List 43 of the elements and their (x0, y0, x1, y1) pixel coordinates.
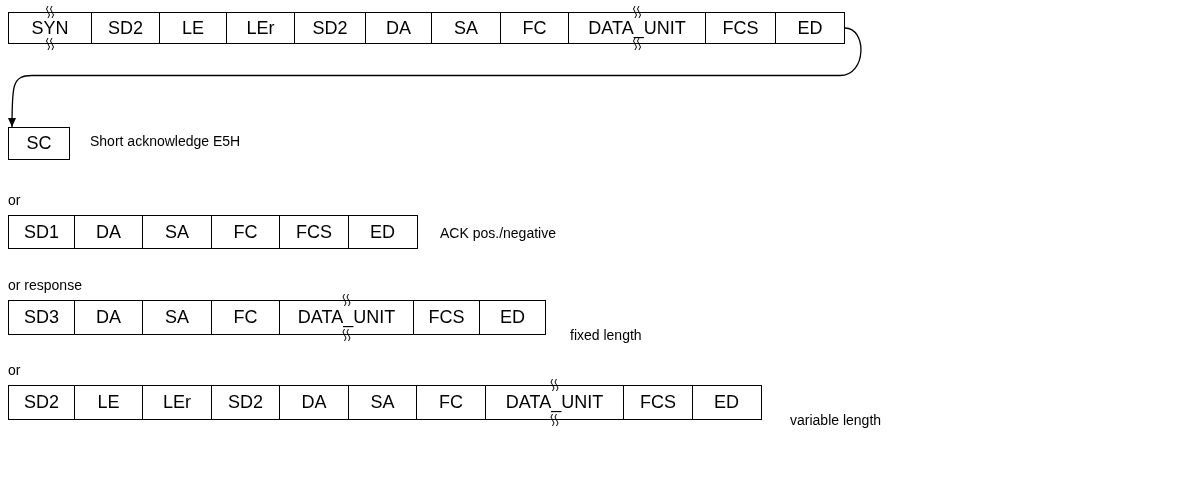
frame-field: DA (364, 12, 433, 44)
frame-field: SD1 (8, 215, 75, 249)
frame-field: SA (347, 385, 418, 420)
frame-field: DATA_UNIT (484, 385, 625, 420)
frame-field: FC (210, 300, 281, 335)
frame-field: DATA_UNIT (279, 300, 414, 335)
frame-field: FC (210, 215, 281, 249)
frame-field: DA (73, 215, 144, 249)
frame-field: SD2 (8, 385, 75, 420)
frame-field: FC (499, 12, 570, 44)
frame-field: FCS (623, 385, 693, 420)
frame-description: fixed length (570, 327, 642, 343)
frame-field: ED (775, 12, 845, 44)
frame-field: SD2 (294, 12, 366, 44)
arrow (8, 27, 862, 128)
frame-field: FCS (704, 12, 777, 44)
connector-word: or response (8, 277, 82, 293)
frame-field: LE (73, 385, 144, 420)
frame-field: LEr (142, 385, 212, 420)
frame-field: DA (73, 300, 144, 335)
connector-word: or (8, 192, 21, 208)
frame-field: ED (691, 385, 762, 420)
frame-description: ACK pos./negative (440, 225, 556, 241)
frame-field: SD2 (210, 385, 281, 420)
connector-word: or (8, 362, 21, 378)
frame-field: SC (8, 127, 70, 160)
frame-field: LE (159, 12, 227, 44)
frame-field: DA (279, 385, 349, 420)
frame-field: ED (479, 300, 546, 335)
frame-field: FCS (279, 215, 349, 249)
frame-description: variable length (790, 412, 882, 428)
frame-field: SA (142, 300, 212, 335)
frame-field: SD3 (8, 300, 75, 335)
frame-field: SYN (8, 12, 92, 44)
frame-field: ED (347, 215, 418, 249)
frame-field: FCS (412, 300, 481, 335)
frame-field: DATA_UNIT (568, 12, 706, 44)
frame-field: SA (142, 215, 212, 249)
frame-field: SD2 (90, 12, 161, 44)
frame-field: SA (431, 12, 501, 44)
frame-field: LEr (225, 12, 296, 44)
field-description: Short acknowledge E5H (90, 133, 241, 149)
frame-field: FC (416, 385, 486, 420)
